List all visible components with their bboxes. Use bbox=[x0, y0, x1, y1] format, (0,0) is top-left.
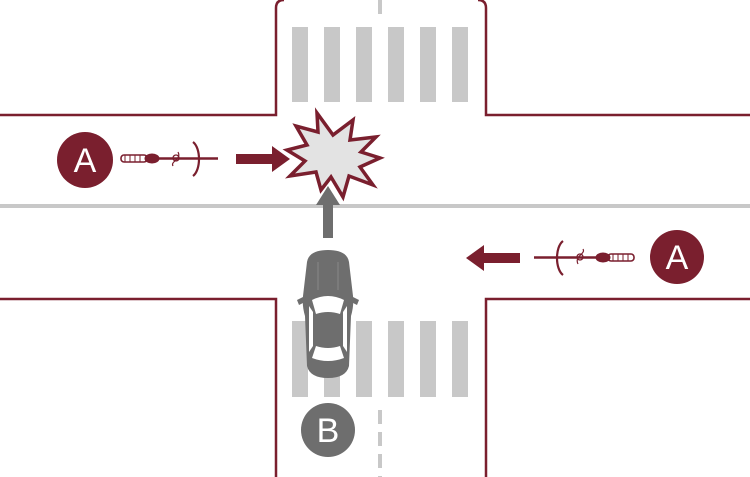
road-edge-bottom-right bbox=[484, 297, 750, 477]
party-b: B bbox=[297, 186, 359, 457]
party-a-right: A bbox=[466, 230, 704, 284]
car-icon bbox=[297, 250, 359, 378]
collision-burst-icon bbox=[282, 107, 385, 202]
bicycle-icon bbox=[534, 240, 635, 276]
road-edge-bottom-left bbox=[0, 297, 278, 477]
party-b-badge bbox=[301, 403, 355, 457]
arrow-b bbox=[316, 186, 340, 238]
crosswalk-top bbox=[292, 27, 468, 102]
party-a-label-right: A bbox=[666, 239, 689, 277]
arrow-a-right bbox=[466, 245, 520, 271]
bicycle-icon bbox=[120, 141, 218, 177]
party-a-badge-right bbox=[650, 230, 704, 284]
party-a-label-left: A bbox=[74, 142, 97, 180]
party-a-left: A bbox=[57, 132, 290, 188]
party-b-label: B bbox=[317, 412, 340, 450]
arrow-a-left bbox=[236, 146, 290, 172]
party-a-badge-left bbox=[57, 132, 113, 188]
road-edge-top-right bbox=[477, 0, 750, 117]
road-edge-top-left bbox=[0, 0, 285, 117]
